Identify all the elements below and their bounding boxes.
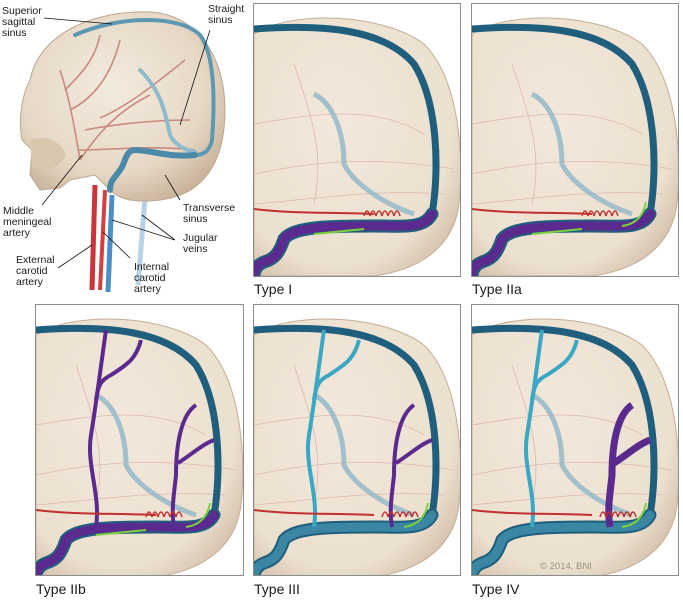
faint-meningeal-vessels xyxy=(254,63,455,205)
middle-meningeal-artery xyxy=(254,509,375,516)
fistula-nidus xyxy=(381,511,419,518)
cortical-vein xyxy=(312,339,361,401)
arterialized-cortical-vein xyxy=(176,438,215,465)
transverse-sinus xyxy=(472,209,655,276)
label-superior-sagittal-sinus: Superior sagittal sinus xyxy=(2,5,42,39)
label-external-carotid-artery: External carotid artery xyxy=(16,254,55,288)
superior-sagittal-sinus xyxy=(254,324,440,519)
straight-sinus xyxy=(312,91,415,217)
label-jugular-veins: Jugular veins xyxy=(183,232,218,255)
internal-jugular-vessel xyxy=(105,194,115,293)
faint-meningeal-vessels xyxy=(472,63,673,205)
straight-sinus xyxy=(530,91,633,217)
flow-arrow xyxy=(95,529,147,536)
fistula-nidus xyxy=(599,511,637,518)
panel-type-i xyxy=(253,3,461,277)
flow-arrow xyxy=(621,201,647,227)
copyright-notice: © 2014, BNI xyxy=(540,561,592,572)
superior-sagittal-sinus-vessel xyxy=(73,18,216,157)
arterialized-cortical-vein xyxy=(394,438,433,465)
flow-arrow xyxy=(403,502,429,528)
transverse-sinus xyxy=(254,209,437,276)
transverse-sinus xyxy=(36,510,219,575)
superior-sagittal-sinus xyxy=(472,23,658,218)
panel-title-type-iib: Type IIb xyxy=(36,581,86,597)
straight-sinus xyxy=(312,392,415,518)
label-straight-sinus: Straight sinus xyxy=(208,3,245,26)
overview-anatomy: Superior sagittal sinus Straight sinus M… xyxy=(0,0,250,300)
flow-arrow xyxy=(531,228,583,235)
transverse-sinus xyxy=(254,510,437,575)
cortical-vein xyxy=(524,329,544,528)
fistula-nidus xyxy=(363,210,401,217)
skull-lateral-illustration xyxy=(19,11,226,293)
flow-arrow xyxy=(313,228,365,235)
faint-meningeal-vessels xyxy=(254,364,455,506)
faint-meningeal-vessels xyxy=(472,364,673,506)
transverse-sinus xyxy=(472,510,655,575)
internal-carotid-vessel xyxy=(98,189,107,291)
straight-sinus-vessel xyxy=(138,68,197,154)
panel-title-type-iia: Type IIa xyxy=(472,281,522,297)
flow-arrow xyxy=(621,502,647,528)
superior-sagittal-sinus xyxy=(254,23,440,218)
fistula-nidus xyxy=(581,210,619,217)
cortical-vein xyxy=(88,329,108,528)
panel-type-iv: © 2014, BNI xyxy=(471,304,679,576)
faint-meningeal-vessels xyxy=(36,364,237,506)
fistula-nidus xyxy=(145,511,183,518)
label-middle-meningeal-artery: Middle meningeal artery xyxy=(3,205,52,239)
label-transverse-sinus: Transverse sinus xyxy=(183,202,236,225)
panel-type-iib xyxy=(35,304,244,576)
label-internal-carotid-artery: Internal carotid artery xyxy=(134,261,170,295)
middle-meningeal-artery xyxy=(36,509,157,516)
superior-sagittal-sinus xyxy=(36,324,222,519)
external-jugular-vessel xyxy=(135,197,148,286)
transverse-sinus-vessel xyxy=(107,146,198,193)
cortical-vein xyxy=(306,329,326,528)
middle-meningeal-artery xyxy=(472,208,593,215)
superior-sagittal-sinus xyxy=(472,324,658,519)
arterialized-cortical-vein xyxy=(612,436,652,466)
middle-meningeal-artery xyxy=(254,208,375,215)
middle-meningeal-artery xyxy=(472,509,593,516)
flow-arrow xyxy=(185,502,211,528)
panel-type-iia xyxy=(471,3,679,277)
external-carotid-vessel xyxy=(89,184,98,291)
panel-title-type-iv: Type IV xyxy=(472,581,520,597)
panel-title-type-i: Type I xyxy=(254,281,293,297)
panel-title-type-iii: Type III xyxy=(254,581,300,597)
cortical-vein xyxy=(530,339,579,401)
straight-sinus xyxy=(94,392,197,518)
meningeal-artery-branches xyxy=(59,34,196,161)
cortical-vein xyxy=(94,339,143,401)
panel-type-iii xyxy=(253,304,461,576)
